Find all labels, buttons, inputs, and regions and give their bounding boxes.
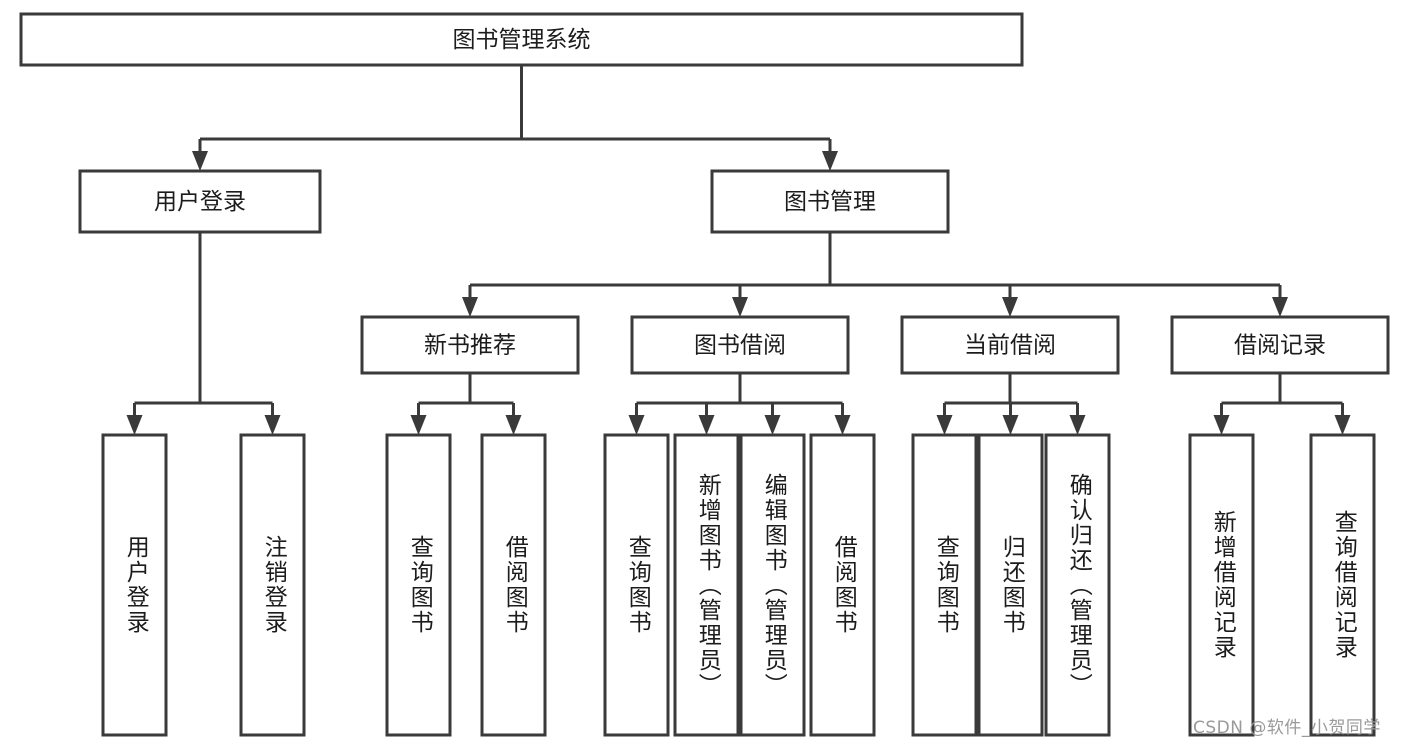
node-query-book-1[interactable] [385,433,452,737]
current-borrow-arrow-0 [936,415,953,435]
node-query-book-2[interactable] [603,433,670,737]
node-user-login-do[interactable] [101,433,168,737]
book-borrow-arrow-0 [628,415,645,435]
node-label-new-book-recommend: 新书推荐 [424,333,516,359]
book-borrow-arrow-2 [764,415,781,435]
root-arrow-0 [192,151,208,171]
node-book-manage[interactable] [710,169,950,234]
book-borrow-arrow-3 [834,415,851,435]
node-borrow-record[interactable] [1170,315,1390,375]
node-return-book[interactable] [977,433,1044,737]
node-borrow-book-2[interactable] [809,433,876,737]
node-add-borrow-record[interactable] [1188,433,1255,737]
borrow-record-arrow-1 [1334,415,1351,435]
node-current-borrow[interactable] [900,315,1120,375]
node-label-book-manage: 图书管理 [784,189,876,215]
root-arrow-1 [822,151,838,171]
node-user-logout[interactable] [239,433,306,737]
node-label-borrow-record: 借阅记录 [1234,333,1326,359]
csdn-watermark: CSDN @软件_小贺同学 [1193,718,1381,738]
nodes-layer [19,12,1390,737]
book-manage-arrow-2 [1002,297,1018,317]
book-manage-arrow-0 [462,297,478,317]
node-label-root: 图书管理系统 [453,27,591,53]
node-book-borrow[interactable] [630,315,850,375]
node-user-login[interactable] [78,169,322,234]
node-confirm-return-admin[interactable] [1044,433,1111,737]
connectors-layer [126,65,1351,435]
new-book-recommend-arrow-1 [505,415,522,435]
current-borrow-arrow-2 [1069,415,1086,435]
book-borrow-arrow-1 [698,415,715,435]
node-query-borrow-record[interactable] [1309,433,1376,737]
book-manage-arrow-3 [1272,297,1288,317]
node-new-book-recommend[interactable] [360,315,580,375]
borrow-record-arrow-0 [1213,415,1230,435]
user-login-arrow-0 [126,415,143,435]
node-label-book-borrow: 图书借阅 [694,333,786,359]
new-book-recommend-arrow-0 [410,415,427,435]
book-manage-arrow-1 [732,297,748,317]
current-borrow-arrow-1 [1002,415,1019,435]
node-edit-book-admin[interactable] [739,433,806,737]
user-login-arrow-1 [264,415,281,435]
node-label-user-login: 用户登录 [154,189,246,215]
node-borrow-book-1[interactable] [480,433,547,737]
node-root-book-management-system[interactable] [19,12,1024,67]
node-query-book-3[interactable] [911,433,978,737]
node-label-current-borrow: 当前借阅 [964,333,1056,359]
node-add-book-admin[interactable] [673,433,740,737]
